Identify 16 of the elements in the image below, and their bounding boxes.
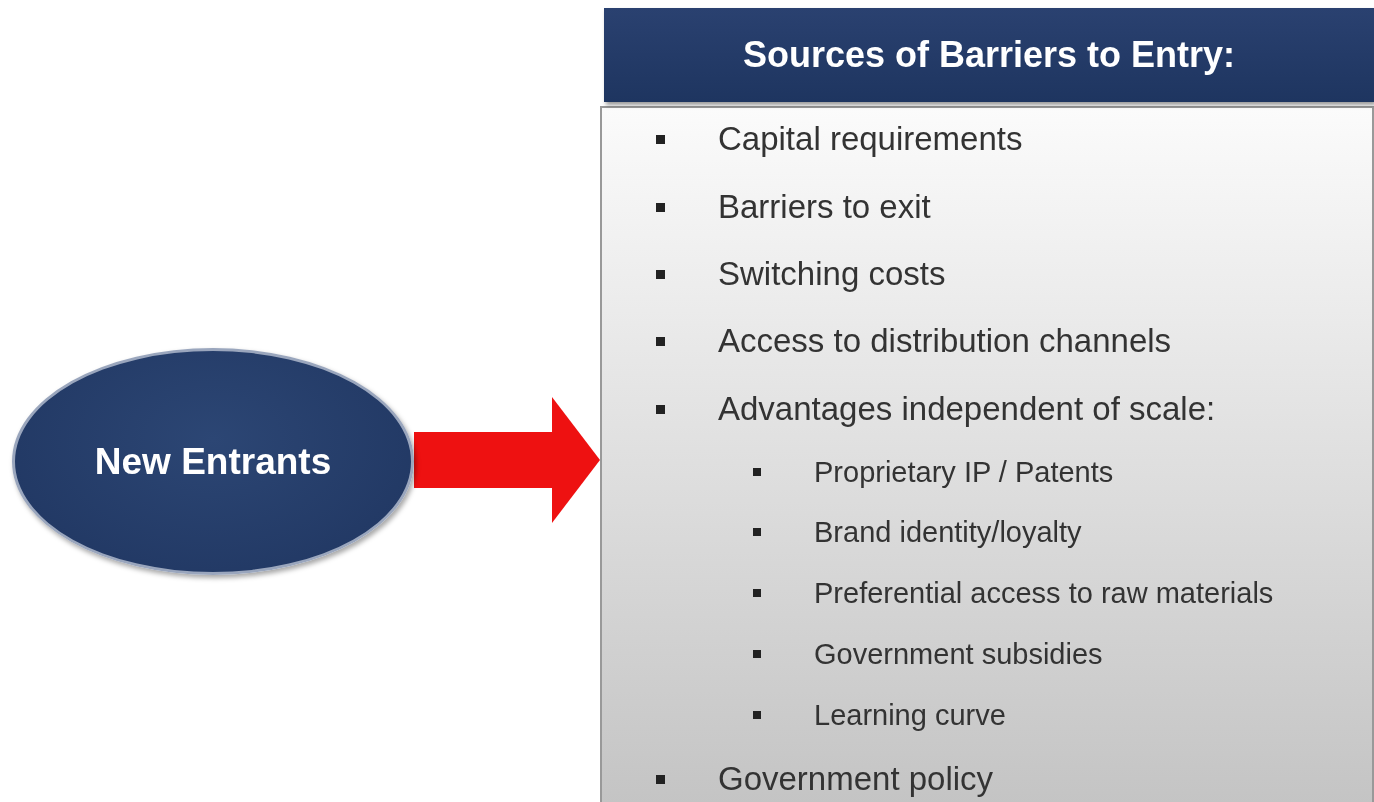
list-item: Access to distribution channels — [718, 322, 1172, 360]
list-item: Brand identity/loyalty — [814, 515, 1082, 549]
list-item: Advantages independent of scale: — [718, 390, 1216, 428]
list-item: Switching costs — [718, 255, 946, 293]
list-item: Barriers to exit — [718, 188, 931, 226]
header-band — [604, 8, 1374, 102]
list-item: Proprietary IP / Patents — [814, 455, 1114, 489]
header-title: Sources of Barriers to Entry: — [742, 34, 1236, 76]
list-item: Preferential access to raw materials — [814, 576, 1274, 610]
block-arrow — [414, 397, 600, 523]
list-item: Government policy — [718, 760, 994, 798]
list-item: Capital requirements — [718, 120, 1023, 158]
list-item: Government subsidies — [814, 637, 1103, 671]
node-label: New Entrants — [94, 440, 332, 483]
list-panel — [600, 106, 1374, 802]
list-item: Learning curve — [814, 698, 1006, 732]
